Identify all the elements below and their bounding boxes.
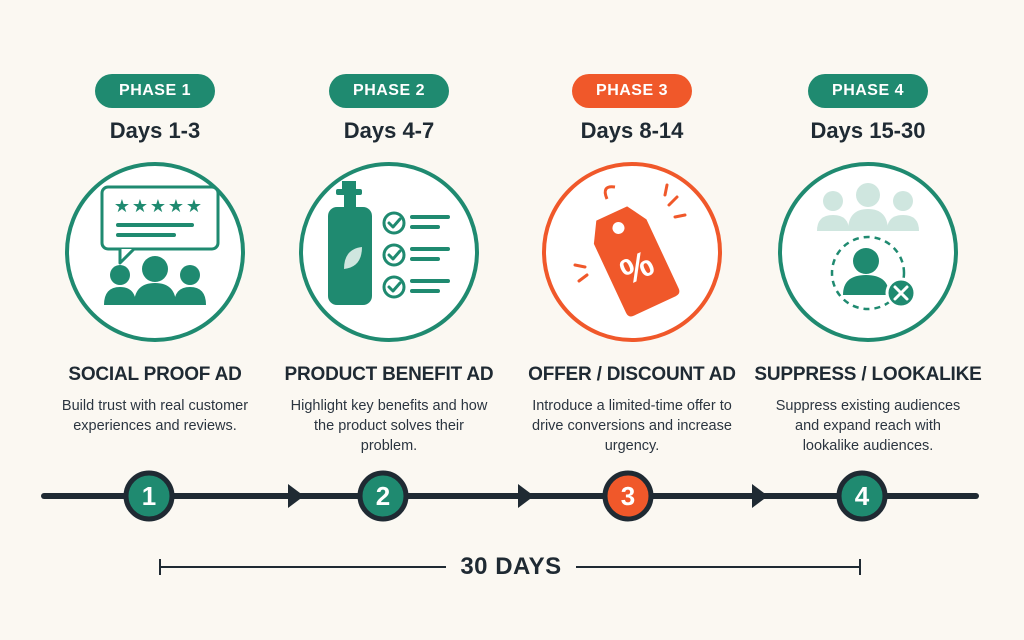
phase-4-column: PHASE 4 Days 15-30 SUPPRESS / LOOKALIKE … <box>748 0 988 456</box>
svg-text:★: ★ <box>168 196 184 217</box>
step-marker-2 <box>357 470 409 522</box>
svg-text:★: ★ <box>150 196 166 217</box>
phase-title: PRODUCT BENEFIT AD <box>284 364 494 385</box>
audience-suppress-icon <box>817 183 919 311</box>
phase-description: Suppress existing audiences and expand r… <box>775 398 961 454</box>
step-marker-4 <box>836 470 888 522</box>
phase-icon-circle: ★★★★★ <box>65 162 245 342</box>
phase-pill: PHASE 1 <box>95 74 215 108</box>
phase-pill: PHASE 2 <box>329 74 449 108</box>
phase-title: SOCIAL PROOF AD <box>68 364 242 385</box>
timeline-arrow <box>752 484 768 508</box>
phase-icon-circle <box>299 162 479 342</box>
phase-icon-circle <box>778 162 958 342</box>
phase-description: Highlight key benefits and how the produ… <box>290 398 488 454</box>
phase-description: Introduce a limited-time offer to drive … <box>532 398 732 454</box>
duration-label: 30 DAYS <box>447 553 575 581</box>
step-number: 1 <box>141 480 157 511</box>
step-number: 2 <box>375 480 391 511</box>
phase-title: OFFER / DISCOUNT AD <box>528 364 736 385</box>
phase-icon-circle: % <box>542 162 722 342</box>
step-marker-3 <box>602 470 654 522</box>
phase-description: Build trust with real customer experienc… <box>61 398 249 434</box>
svg-text:★: ★ <box>132 196 148 217</box>
phase-3-column: PHASE 3 Days 8-14 % OFFER / DISCOUNT AD … <box>512 0 752 456</box>
phase-pill: PHASE 3 <box>572 74 692 108</box>
step-marker-1 <box>123 470 175 522</box>
phase-1-column: PHASE 1 Days 1-3 ★★★★★ SOCIAL PROOF AD B… <box>35 0 275 436</box>
phase-days: Days 1-3 <box>109 118 201 143</box>
svg-text:★: ★ <box>186 196 202 217</box>
phase-pill: PHASE 4 <box>808 74 928 108</box>
pump-bottle-checklist-icon <box>328 181 450 305</box>
svg-text:★: ★ <box>114 196 130 217</box>
review-speech-bubble-group-icon: ★★★★★ <box>100 185 220 305</box>
phase-days: Days 4-7 <box>343 118 435 143</box>
step-number: 4 <box>854 480 870 511</box>
timeline-arrow <box>518 484 534 508</box>
phase-2-column: PHASE 2 Days 4-7 PRODU <box>269 0 509 456</box>
discount-tag-icon: % <box>573 183 687 317</box>
phase-days: Days 15-30 <box>810 118 926 143</box>
timeline-arrow <box>288 484 304 508</box>
phase-title: SUPPRESS / LOOKALIKE <box>754 364 982 385</box>
phase-days: Days 8-14 <box>580 118 684 143</box>
step-number: 3 <box>620 480 636 511</box>
